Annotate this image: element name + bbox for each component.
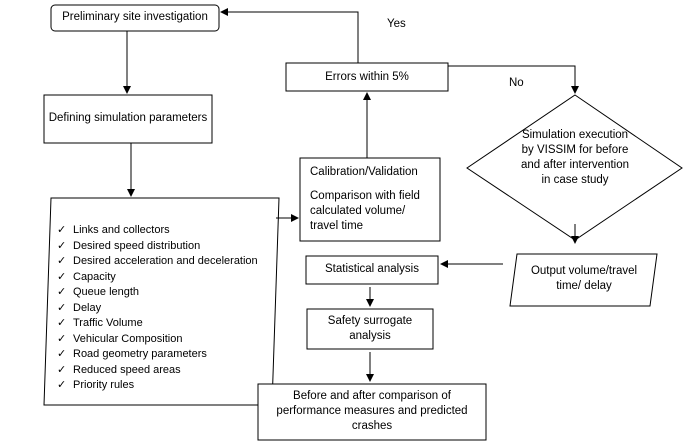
- parameter-label: Queue length: [73, 286, 140, 298]
- defining-label: Defining simulation parameters: [48, 112, 208, 124]
- parameter-item: ✓ Reduced speed areas: [57, 363, 181, 379]
- calibration-title: Calibration/Validation: [310, 166, 418, 178]
- check-icon: ✓: [57, 301, 67, 314]
- output-parallelogram: [509, 253, 658, 307]
- parameter-item: ✓ Desired acceleration and deceleration: [57, 254, 258, 270]
- calibration-box: [299, 157, 441, 242]
- parameter-item: ✓ Delay: [57, 301, 101, 317]
- parameter-label: Capacity: [73, 270, 116, 283]
- parameter-item: ✓ Desired speed distribution: [57, 239, 200, 255]
- check-icon: ✓: [57, 317, 67, 329]
- parameter-item: ✓ Priority rules: [57, 378, 134, 394]
- check-icon: ✓: [57, 332, 67, 345]
- parameter-item: ✓ Queue length: [57, 285, 139, 301]
- check-icon: ✓: [57, 224, 67, 236]
- parameter-label: Vehicular Composition: [73, 332, 183, 345]
- check-icon: ✓: [57, 270, 67, 283]
- parameter-label: Traffic Volume: [73, 317, 143, 329]
- parameter-item: ✓ Capacity: [57, 270, 116, 286]
- no-label: No: [509, 77, 524, 89]
- calibration-body: Comparison with field calculated volume/…: [310, 190, 420, 232]
- check-icon: ✓: [57, 239, 67, 252]
- parameter-label: Links and collectors: [73, 224, 170, 236]
- parameter-item: ✓ Vehicular Composition: [57, 332, 182, 348]
- comparison-label: Before and after comparison of performan…: [276, 390, 468, 432]
- errors-label: Errors within 5%: [325, 71, 409, 83]
- comparison-box: [257, 383, 487, 441]
- check-icon: ✓: [57, 379, 67, 391]
- check-icon: ✓: [57, 255, 67, 267]
- simulation-label: Simulation execution by VISSIM for befor…: [520, 129, 630, 186]
- yes-label: Yes: [387, 18, 406, 30]
- parameter-label: Road geometry parameters: [73, 348, 207, 360]
- parameter-label: Delay: [73, 301, 102, 314]
- defining-box: [43, 94, 213, 144]
- errors-box: [285, 62, 449, 92]
- check-icon: ✓: [57, 363, 67, 376]
- check-icon: ✓: [57, 286, 67, 298]
- parameter-label: Desired acceleration and deceleration: [73, 255, 258, 267]
- preliminary-label: Preliminary site investigation: [62, 11, 208, 23]
- check-icon: ✓: [57, 348, 67, 360]
- parameter-label: Reduced speed areas: [73, 363, 181, 376]
- parameter-item: ✓ Road geometry parameters: [57, 347, 207, 363]
- arrow-no-to-simulation: [448, 65, 579, 94]
- statistical-box: [305, 255, 439, 285]
- parameter-item: ✓ Traffic Volume: [57, 316, 143, 332]
- safety-label: Safety surrogate analysis: [327, 315, 413, 342]
- arrow-yes-to-preliminary: [220, 8, 359, 63]
- output-label: Output volume/travel time/ delay: [530, 265, 638, 292]
- safety-box: [306, 308, 434, 350]
- preliminary-box: [50, 4, 220, 32]
- statistical-label: Statistical analysis: [325, 263, 419, 275]
- parameter-label: Priority rules: [73, 379, 135, 391]
- parameter-item: ✓ Links and collectors: [57, 223, 170, 239]
- parameter-label: Desired speed distribution: [73, 239, 201, 252]
